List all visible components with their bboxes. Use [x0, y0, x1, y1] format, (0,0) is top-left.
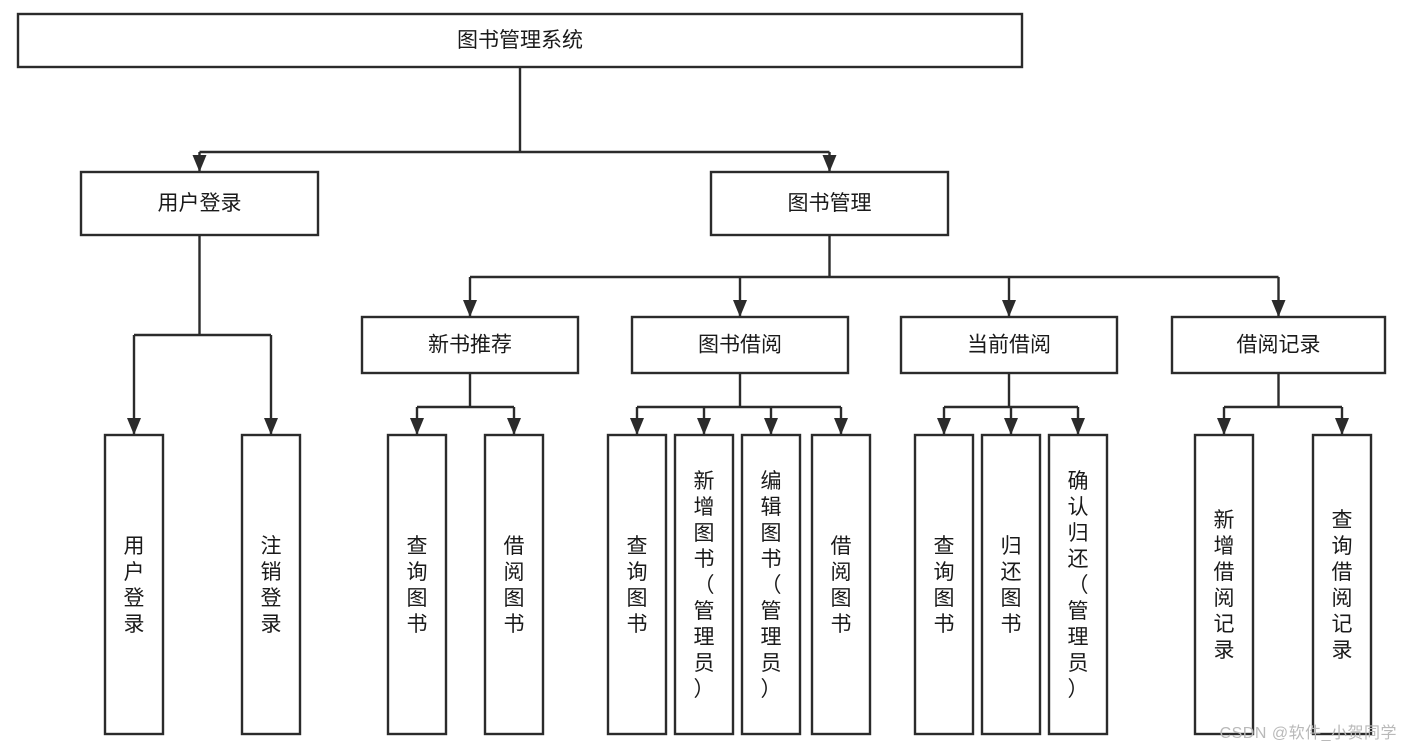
arrowhead-root-0 — [192, 155, 207, 172]
node-box-borrow-book-1[interactable] — [483, 433, 545, 736]
arrowhead-l3-2-0 — [937, 418, 951, 435]
node-label-new-book-recommend: 新书推荐 — [428, 334, 512, 357]
node-box-borrow-record[interactable] — [1170, 315, 1387, 375]
arrowhead-l2-bookmanage-1 — [733, 300, 747, 317]
node-label-return-book: 归还图书 — [1001, 535, 1022, 636]
node-box-current-borrow[interactable] — [899, 315, 1119, 375]
node-box-confirm-return[interactable] — [1047, 433, 1109, 736]
arrowhead-l2-bookmanage-2 — [1002, 300, 1016, 317]
node-user-login[interactable]: 用户登录 — [79, 170, 320, 237]
node-edit-book[interactable]: 编辑图书（管理员） — [740, 433, 802, 736]
node-borrow-book-1[interactable]: 借阅图书 — [483, 433, 545, 736]
node-label-add-book: 新增图书（管理员） — [694, 470, 715, 701]
node-root[interactable]: 图书管理系统 — [16, 12, 1024, 69]
node-box-user-login[interactable] — [79, 170, 320, 237]
arrowhead-l2-0-1 — [264, 418, 278, 435]
node-label-confirm-return: 确认归还（管理员） — [1068, 470, 1089, 701]
node-query-book-1[interactable]: 查询图书 — [386, 433, 448, 736]
node-box-book-borrow[interactable] — [630, 315, 850, 375]
node-box-new-book-recommend[interactable] — [360, 315, 580, 375]
node-label-book-manage: 图书管理 — [788, 192, 872, 215]
node-confirm-return[interactable]: 确认归还（管理员） — [1047, 433, 1109, 736]
node-label-user-login-do: 用户登录 — [124, 535, 145, 636]
node-label-edit-book: 编辑图书（管理员） — [761, 470, 782, 701]
node-box-add-book[interactable] — [673, 433, 735, 736]
arrowhead-l3-0-0 — [410, 418, 424, 435]
arrowhead-l3-3-1 — [1335, 418, 1349, 435]
node-label-query-book-1: 查询图书 — [407, 535, 428, 636]
node-return-book[interactable]: 归还图书 — [980, 433, 1042, 736]
node-box-query-borrow-record[interactable] — [1311, 433, 1373, 736]
node-user-login-do[interactable]: 用户登录 — [103, 433, 165, 736]
node-label-current-borrow: 当前借阅 — [967, 334, 1051, 357]
arrowhead-l3-1-1 — [697, 418, 711, 435]
node-label-root: 图书管理系统 — [457, 29, 583, 52]
arrowhead-l3-3-0 — [1217, 418, 1231, 435]
node-add-borrow-record[interactable]: 新增借阅记录 — [1193, 433, 1255, 736]
node-label-add-borrow-record: 新增借阅记录 — [1214, 509, 1235, 662]
node-box-query-book-1[interactable] — [386, 433, 448, 736]
node-label-borrow-book-2: 借阅图书 — [831, 535, 852, 636]
node-label-query-borrow-record: 查询借阅记录 — [1332, 509, 1353, 662]
node-box-add-borrow-record[interactable] — [1193, 433, 1255, 736]
node-add-book[interactable]: 新增图书（管理员） — [673, 433, 735, 736]
arrowhead-l3-2-2 — [1071, 418, 1085, 435]
node-layer: 图书管理系统用户登录图书管理用户登录注销登录新书推荐查询图书借阅图书图书借阅查询… — [16, 12, 1387, 736]
node-book-manage[interactable]: 图书管理 — [709, 170, 950, 237]
node-book-borrow[interactable]: 图书借阅 — [630, 315, 850, 375]
node-label-borrow-record: 借阅记录 — [1237, 334, 1321, 357]
node-box-user-login-do[interactable] — [103, 433, 165, 736]
node-box-query-book-3[interactable] — [913, 433, 975, 736]
node-query-book-2[interactable]: 查询图书 — [606, 433, 668, 736]
node-label-query-book-2: 查询图书 — [627, 535, 648, 636]
node-box-return-book[interactable] — [980, 433, 1042, 736]
node-borrow-record[interactable]: 借阅记录 — [1170, 315, 1387, 375]
node-box-edit-book[interactable] — [740, 433, 802, 736]
node-box-root[interactable] — [16, 12, 1024, 69]
node-label-query-book-3: 查询图书 — [934, 535, 955, 636]
node-new-book-recommend[interactable]: 新书推荐 — [360, 315, 580, 375]
arrowhead-l3-1-3 — [834, 418, 848, 435]
node-box-borrow-book-2[interactable] — [810, 433, 872, 736]
node-box-query-book-2[interactable] — [606, 433, 668, 736]
node-box-user-logout[interactable] — [240, 433, 302, 736]
node-label-user-logout: 注销登录 — [261, 535, 282, 636]
arrowhead-l2-bookmanage-0 — [463, 300, 477, 317]
arrowhead-l3-1-2 — [764, 418, 778, 435]
node-query-book-3[interactable]: 查询图书 — [913, 433, 975, 736]
csdn-watermark: CSDN @软件_小贺同学 — [1219, 725, 1397, 742]
node-label-book-borrow: 图书借阅 — [698, 334, 782, 357]
node-label-user-login: 用户登录 — [158, 192, 242, 215]
node-current-borrow[interactable]: 当前借阅 — [899, 315, 1119, 375]
node-box-book-manage[interactable] — [709, 170, 950, 237]
node-query-borrow-record[interactable]: 查询借阅记录 — [1311, 433, 1373, 736]
node-label-borrow-book-1: 借阅图书 — [504, 535, 525, 636]
node-borrow-book-2[interactable]: 借阅图书 — [810, 433, 872, 736]
arrowhead-l3-2-1 — [1004, 418, 1018, 435]
arrowhead-l3-1-0 — [630, 418, 644, 435]
node-user-logout[interactable]: 注销登录 — [240, 433, 302, 736]
arrowhead-root-1 — [822, 155, 837, 172]
connector-layer — [127, 67, 1349, 435]
arrowhead-l3-0-1 — [507, 418, 521, 435]
arrowhead-l2-0-0 — [127, 418, 141, 435]
arrowhead-l2-bookmanage-3 — [1271, 300, 1286, 317]
